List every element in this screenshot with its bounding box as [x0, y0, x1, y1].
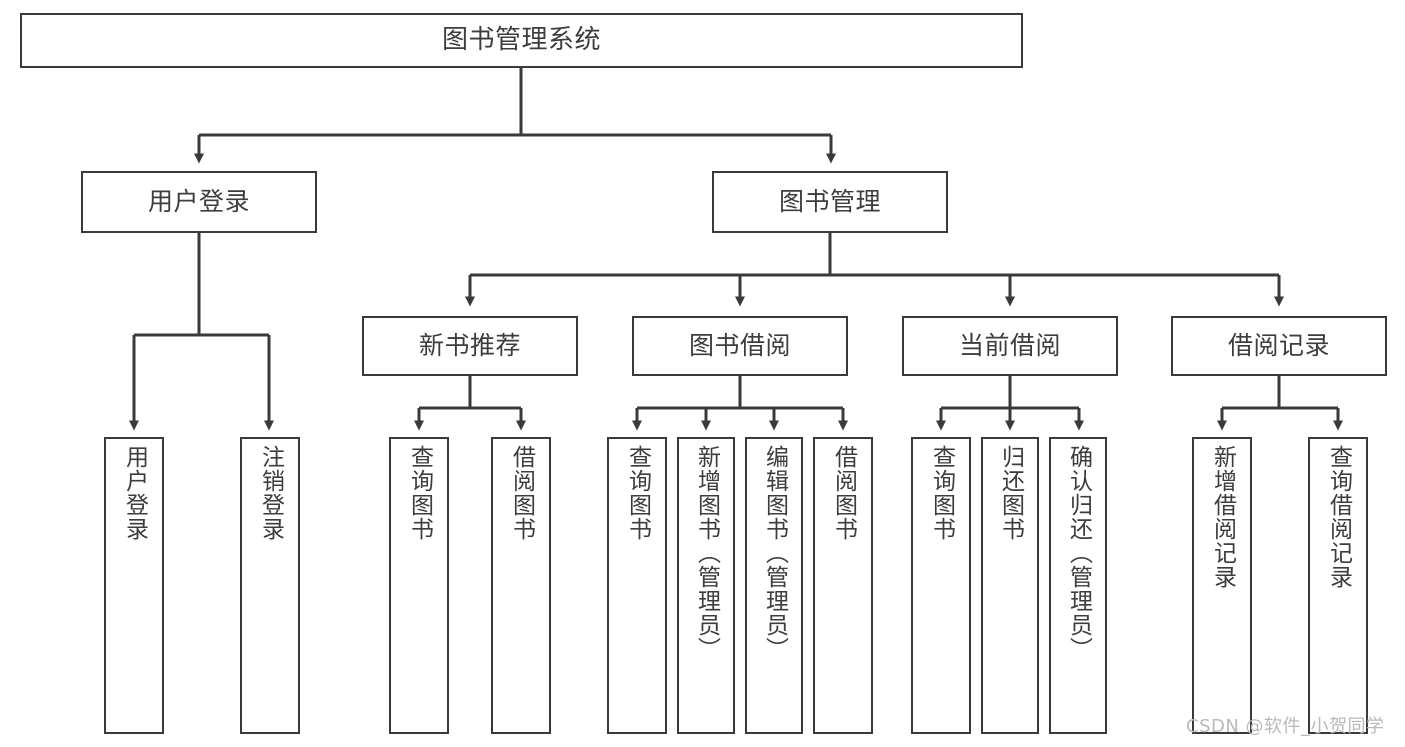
- node-label: 图书管理系统: [441, 24, 601, 55]
- node-label: 借阅记录: [1227, 331, 1330, 360]
- leaf-return-book[interactable]: 归还图书: [981, 437, 1039, 734]
- leaf-borrow-book-borrow[interactable]: 借阅图书: [813, 437, 873, 734]
- node-label: 图书管理: [778, 187, 881, 216]
- node-label: 借阅图书: [830, 445, 857, 541]
- csdn-watermark: CSDN @软件_小贺同学: [1186, 716, 1385, 737]
- node-label: 编辑图书（管理员）: [761, 445, 788, 661]
- node-label: 确认归还（管理员）: [1065, 445, 1092, 661]
- leaf-query-borrow-record[interactable]: 查询借阅记录: [1308, 437, 1368, 734]
- leaf-add-borrow-record[interactable]: 新增借阅记录: [1192, 437, 1252, 734]
- leaf-user-login[interactable]: 用户登录: [104, 437, 164, 734]
- node-label: 查询借阅记录: [1325, 445, 1352, 589]
- node-label: 新增借阅记录: [1209, 445, 1236, 589]
- node-label: 注销登录: [257, 445, 284, 541]
- node-label: 查询图书: [624, 445, 651, 541]
- node-label: 归还图书: [997, 445, 1024, 541]
- node-label: 当前借阅: [958, 331, 1061, 360]
- leaf-edit-book-admin[interactable]: 编辑图书（管理员）: [745, 437, 803, 734]
- leaf-borrow-book-recommend[interactable]: 借阅图书: [491, 437, 551, 734]
- node-label: 借阅图书: [508, 445, 535, 541]
- leaf-query-book-recommend[interactable]: 查询图书: [389, 437, 449, 734]
- node-current-borrow[interactable]: 当前借阅: [902, 316, 1118, 376]
- node-book-management-system[interactable]: 图书管理系统: [20, 13, 1023, 68]
- node-label: 查询图书: [406, 445, 433, 541]
- leaf-query-book-current[interactable]: 查询图书: [911, 437, 971, 734]
- node-label: 用户登录: [147, 187, 250, 216]
- node-user-login[interactable]: 用户登录: [81, 171, 317, 233]
- leaf-confirm-return-admin[interactable]: 确认归还（管理员）: [1049, 437, 1107, 734]
- node-label: 用户登录: [121, 445, 148, 541]
- leaf-add-book-admin[interactable]: 新增图书（管理员）: [677, 437, 735, 734]
- node-label: 新书推荐: [418, 331, 521, 360]
- node-borrow-record[interactable]: 借阅记录: [1171, 316, 1387, 376]
- node-label: 图书借阅: [688, 331, 791, 360]
- node-new-book-recommend[interactable]: 新书推荐: [362, 316, 578, 376]
- leaf-logout-login[interactable]: 注销登录: [240, 437, 300, 734]
- node-label: 新增图书（管理员）: [693, 445, 720, 661]
- leaf-query-book-borrow[interactable]: 查询图书: [607, 437, 667, 734]
- node-book-management[interactable]: 图书管理: [712, 171, 948, 233]
- node-book-borrow[interactable]: 图书借阅: [632, 316, 848, 376]
- node-label: 查询图书: [928, 445, 955, 541]
